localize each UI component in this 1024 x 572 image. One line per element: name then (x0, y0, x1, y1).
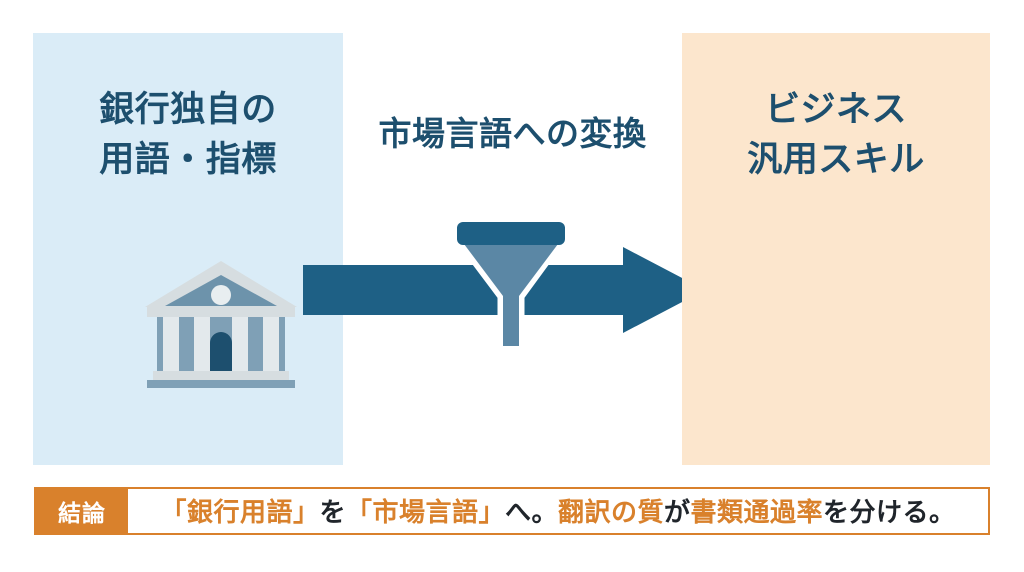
conclusion-segment-2: 「市場言語」 (345, 496, 505, 527)
bank-icon (145, 261, 297, 388)
conclusion-segment-7: を分ける。 (823, 496, 956, 527)
conclusion-text: 「銀行用語」を「市場言語」へ。翻訳の質が書類通過率を分ける。 (128, 489, 988, 533)
panel-left-title: 銀行独自の 用語・指標 (99, 90, 277, 179)
conclusion-segment-3: へ。 (504, 496, 558, 527)
conclusion-badge: 結論 (36, 489, 128, 533)
panel-business-skills: ビジネス 汎用スキル (682, 33, 990, 465)
conclusion-segment-6: 書類通過率 (690, 496, 824, 527)
panel-bank-terms: 銀行独自の 用語・指標 (33, 33, 343, 465)
panel-right-title: ビジネス 汎用スキル (747, 90, 925, 179)
conclusion-segment-4: 翻訳の質 (558, 496, 665, 527)
conclusion-bar: 結論 「銀行用語」を「市場言語」へ。翻訳の質が書類通過率を分ける。 (34, 487, 990, 535)
conclusion-segment-1: を (319, 496, 346, 527)
conclusion-segment-5: が (664, 496, 691, 527)
conclusion-segment-0: 「銀行用語」 (160, 496, 320, 527)
funnel-icon (455, 220, 567, 348)
center-heading: 市場言語への変換 (378, 115, 647, 152)
